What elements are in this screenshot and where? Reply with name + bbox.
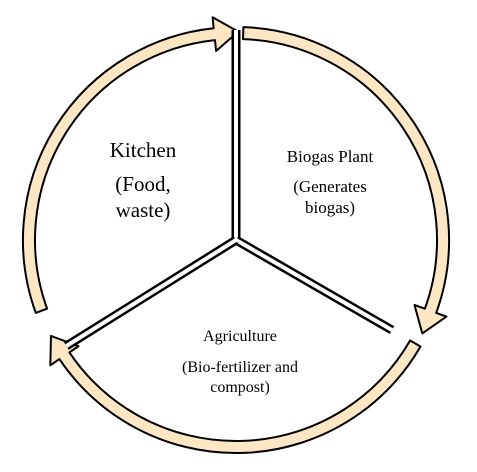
segment-title-agriculture: Agriculture: [203, 328, 277, 345]
segment-title-biogas-plant: Biogas Plant: [286, 147, 374, 166]
divider-lower-right: [233, 236, 395, 334]
segment-title-kitchen: Kitchen: [109, 138, 177, 162]
segment-subtitle-agriculture-line-2: compost): [210, 379, 270, 397]
segment-subtitle-biogas-plant-line-2: biogas): [304, 197, 356, 217]
segment-subtitle-agriculture-line-1: (Bio-fertilizer and: [182, 359, 298, 377]
segment-dividers: [64, 30, 395, 350]
segment-subtitle-kitchen-line-2: waste): [115, 198, 171, 223]
arrow-agriculture-to-kitchen: [49, 334, 422, 454]
segment-subtitle-biogas-plant-line-1: (Generates: [293, 177, 367, 197]
arrow-biogas-plant-to-agriculture: [242, 26, 451, 335]
segment-subtitle-kitchen-line-1: (Food,: [115, 172, 171, 197]
segment-label-agriculture: Agriculture (Bio-fertilizer and compost): [150, 327, 330, 398]
segment-label-kitchen: Kitchen (Food, waste): [83, 138, 203, 224]
divider-lower-left: [64, 236, 239, 350]
segment-label-biogas-plant: Biogas Plant (Generates biogas): [255, 147, 405, 218]
divider-hub: [233, 237, 239, 243]
